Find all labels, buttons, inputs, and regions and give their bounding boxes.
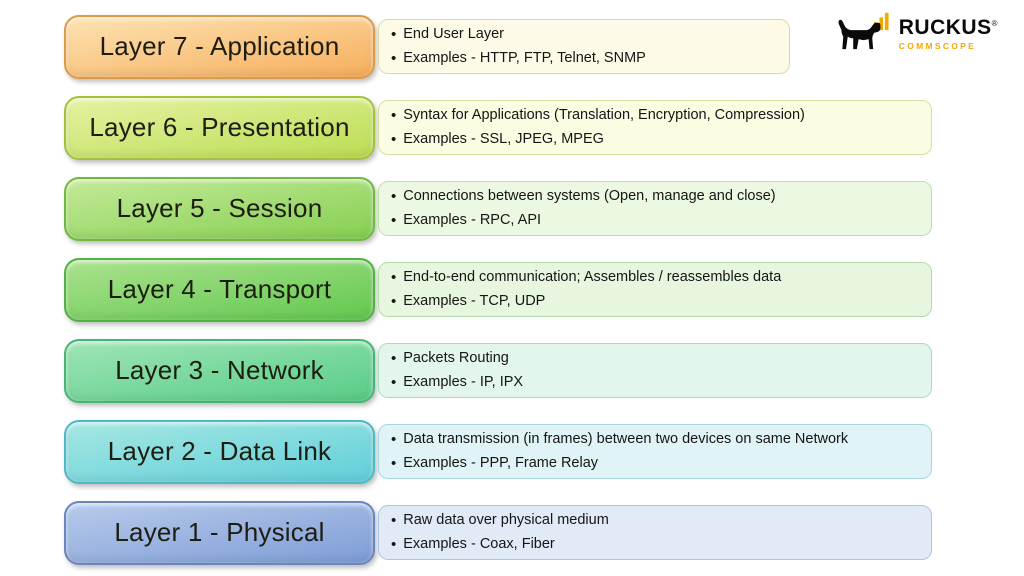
bullet-text: Examples - Coax, Fiber: [403, 535, 555, 552]
layer-box: Layer 3 - Network: [64, 338, 375, 403]
layer-label: Layer 1 - Physical: [114, 517, 325, 547]
bullet-text: Examples - RPC, API: [403, 211, 542, 228]
layer-description-panel: • Raw data over physical medium • Exampl…: [378, 505, 932, 560]
bullet-item: • End-to-end communication; Assembles / …: [391, 266, 919, 289]
layer-box: Layer 5 - Session: [64, 176, 375, 241]
bullet-text: Connections between systems (Open, manag…: [403, 188, 776, 205]
layer-box: Layer 1 - Physical: [64, 500, 375, 565]
layer-label: Layer 6 - Presentation: [89, 112, 350, 142]
bullet-item: • Examples - IP, IPX: [391, 371, 919, 394]
bullet-item: • Packets Routing: [391, 347, 919, 370]
osi-layer-row: Layer 7 - Application • End User Layer •…: [64, 6, 932, 87]
bullet-item: • Data transmission (in frames) between …: [391, 428, 919, 451]
layer-description-panel: • Connections between systems (Open, man…: [378, 181, 932, 236]
bullet-item: • Examples - SSL, JPEG, MPEG: [391, 128, 919, 151]
bullet-text: Examples - PPP, Frame Relay: [403, 454, 599, 471]
layer-description-panel: • Data transmission (in frames) between …: [378, 424, 932, 479]
layer-box: Layer 7 - Application: [64, 14, 375, 79]
bullet-item: • Examples - HTTP, FTP, Telnet, SNMP: [391, 47, 777, 70]
ruckus-logo-text: RUCKUS® COMMSCOPE: [899, 17, 998, 51]
bullet-text: Examples - SSL, JPEG, MPEG: [403, 130, 604, 147]
osi-layer-row: Layer 1 - Physical • Raw data over physi…: [64, 492, 932, 573]
bullet-icon: •: [391, 26, 397, 44]
layer-box: Layer 4 - Transport: [64, 257, 375, 322]
osi-layer-row: Layer 6 - Presentation • Syntax for Appl…: [64, 87, 932, 168]
bullet-item: • End User Layer: [391, 23, 777, 46]
bullet-text: Data transmission (in frames) between tw…: [403, 431, 849, 448]
logo-brand: RUCKUS®: [898, 16, 998, 39]
bullet-text: Syntax for Applications (Translation, En…: [403, 107, 805, 124]
bullet-item: • Examples - RPC, API: [391, 209, 919, 232]
bullet-text: End-to-end communication; Assembles / re…: [403, 269, 782, 286]
bullet-item: • Examples - Coax, Fiber: [391, 533, 919, 556]
layer-label: Layer 2 - Data Link: [107, 436, 332, 466]
bullet-icon: •: [391, 454, 397, 472]
ruckus-logo: RUCKUS® COMMSCOPE: [836, 8, 998, 54]
osi-layer-row: Layer 5 - Session • Connections between …: [64, 168, 932, 249]
bullet-item: • Examples - PPP, Frame Relay: [391, 452, 919, 475]
layer-label: Layer 4 - Transport: [107, 274, 332, 304]
bullet-icon: •: [391, 512, 397, 530]
bullet-icon: •: [391, 350, 397, 368]
layer-box: Layer 2 - Data Link: [64, 419, 375, 484]
osi-layer-row: Layer 2 - Data Link • Data transmission …: [64, 411, 932, 492]
ruckus-dog-icon: [838, 12, 889, 50]
bullet-icon: •: [391, 130, 397, 148]
osi-layer-list: Layer 7 - Application • End User Layer •…: [64, 6, 932, 573]
osi-layer-row: Layer 3 - Network • Packets Routing • Ex…: [64, 330, 932, 411]
bullet-text: End User Layer: [403, 26, 505, 43]
bullet-icon: •: [391, 431, 397, 449]
layer-label: Layer 3 - Network: [115, 355, 324, 385]
bullet-icon: •: [391, 211, 397, 229]
layer-description-panel: • Syntax for Applications (Translation, …: [378, 100, 932, 155]
registered-mark: ®: [991, 19, 998, 28]
logo-subbrand: COMMSCOPE: [898, 41, 977, 51]
bullet-icon: •: [391, 269, 397, 287]
bullet-item: • Raw data over physical medium: [391, 509, 919, 532]
bullet-item: • Examples - TCP, UDP: [391, 290, 919, 313]
bullet-item: • Syntax for Applications (Translation, …: [391, 104, 919, 127]
layer-description-panel: • End User Layer • Examples - HTTP, FTP,…: [378, 19, 790, 74]
bullet-text: Examples - HTTP, FTP, Telnet, SNMP: [403, 49, 646, 66]
bullet-text: Examples - IP, IPX: [403, 373, 524, 390]
osi-layer-row: Layer 4 - Transport • End-to-end communi…: [64, 249, 932, 330]
bullet-text: Raw data over physical medium: [403, 512, 609, 529]
bullet-item: • Connections between systems (Open, man…: [391, 185, 919, 208]
bullet-icon: •: [391, 49, 397, 67]
layer-description-panel: • End-to-end communication; Assembles / …: [378, 262, 932, 317]
bullet-icon: •: [391, 535, 397, 553]
layer-label: Layer 5 - Session: [116, 193, 323, 223]
layer-box: Layer 6 - Presentation: [64, 95, 375, 160]
bullet-icon: •: [391, 373, 397, 391]
bullet-icon: •: [391, 107, 397, 125]
layer-label: Layer 7 - Application: [99, 31, 340, 61]
layer-description-panel: • Packets Routing • Examples - IP, IPX: [378, 343, 932, 398]
bullet-text: Packets Routing: [403, 350, 509, 367]
bullet-text: Examples - TCP, UDP: [403, 292, 546, 309]
bullet-icon: •: [391, 188, 397, 206]
bullet-icon: •: [391, 292, 397, 310]
